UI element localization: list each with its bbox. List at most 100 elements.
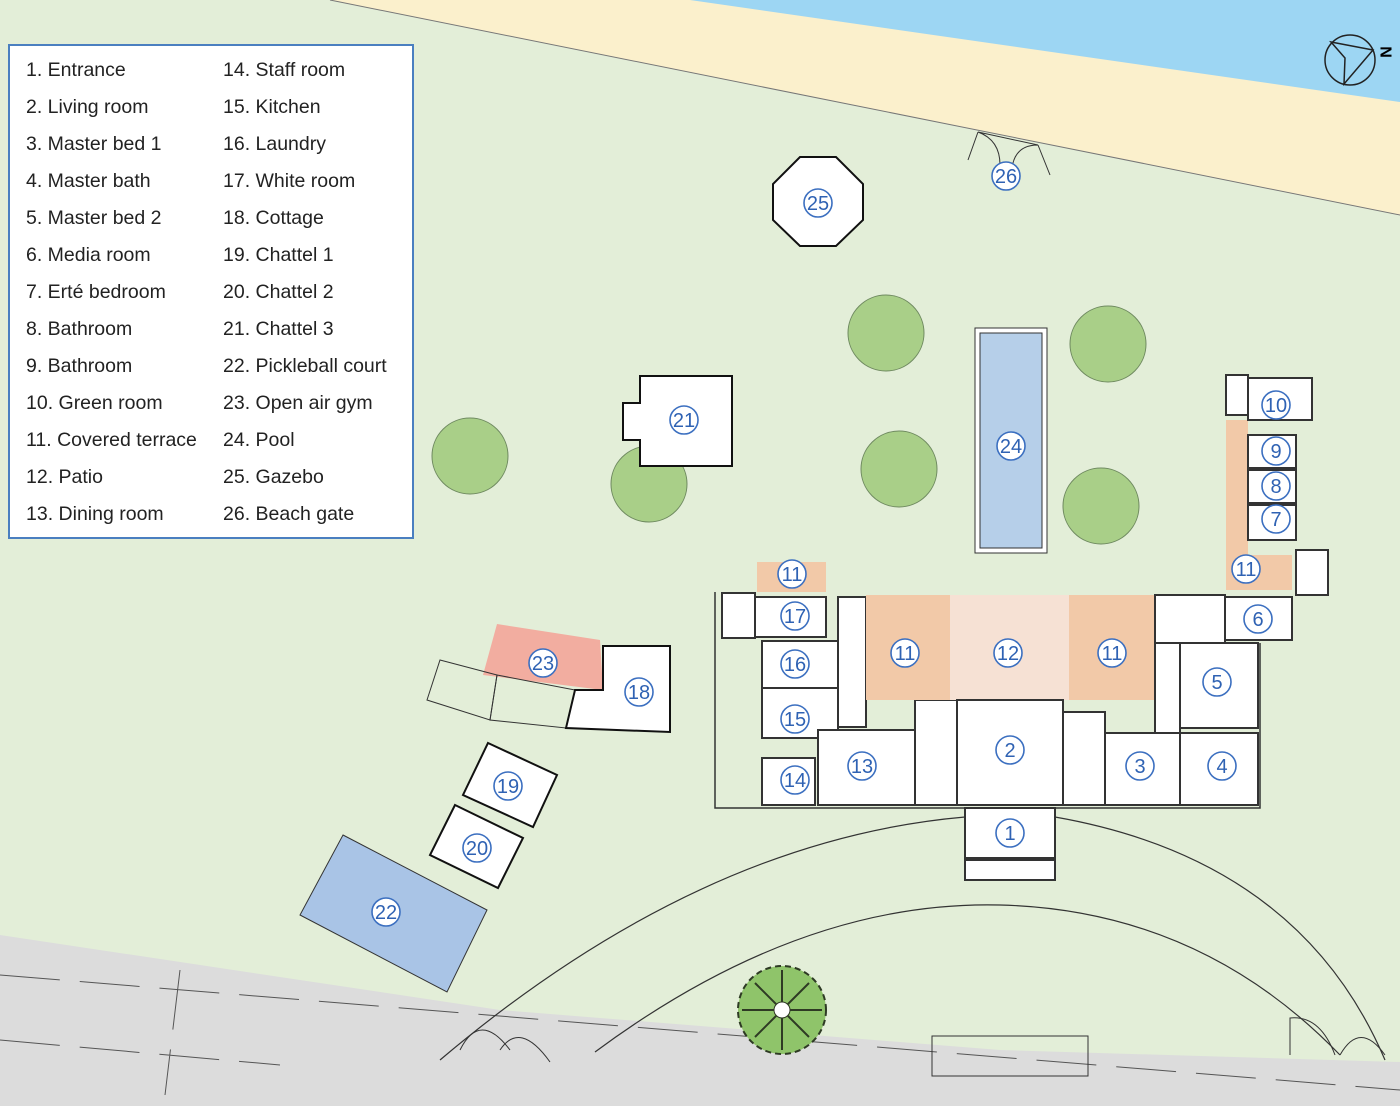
marker-circle <box>371 897 401 927</box>
tree-icon <box>1069 305 1147 383</box>
marker-circle <box>1202 667 1232 697</box>
cottage <box>564 645 671 734</box>
room-marker: 23 <box>528 648 558 678</box>
marker-number: 10 <box>1265 395 1287 417</box>
marker-number: 23 <box>532 653 554 675</box>
road-gate-right <box>1289 1017 1386 1056</box>
marker-number: 15 <box>784 709 806 731</box>
legend-item: 17. White room <box>223 170 356 192</box>
marker-number: 26 <box>995 166 1017 188</box>
marker-number: 9 <box>1270 441 1281 463</box>
marker-circle <box>624 677 654 707</box>
marker-number: 16 <box>784 654 806 676</box>
marker-circle <box>995 735 1025 765</box>
marker-circle <box>780 765 810 795</box>
marker-circle <box>462 833 492 863</box>
room-marker: 9 <box>1261 436 1291 466</box>
legend-item: 14. Staff room <box>223 59 346 81</box>
room-marker: 11 <box>777 559 807 589</box>
marker-number: 17 <box>784 606 806 628</box>
road-gate-left <box>459 1029 551 1063</box>
marker-circle <box>1231 554 1261 584</box>
marker-number: 1 <box>1004 823 1015 845</box>
driveway-inner <box>594 904 1341 1056</box>
room-marker: 17 <box>780 601 810 631</box>
tree-icon <box>431 417 509 495</box>
room-marker: 3 <box>1125 751 1155 781</box>
legend-item: 12. Patio <box>26 466 103 488</box>
legend-item: 13. Dining room <box>26 503 164 525</box>
room-marker: 11 <box>890 638 920 668</box>
room-marker: 20 <box>462 833 492 863</box>
room-marker: 6 <box>1243 604 1273 634</box>
marker-number: 18 <box>628 682 650 704</box>
room-marker: 13 <box>847 751 877 781</box>
tree-icon <box>847 294 925 372</box>
legend-item: 16. Laundry <box>223 133 326 155</box>
room-marker: 11 <box>1231 554 1261 584</box>
legend-column-1: 1. Entrance 2. Living room 3. Master bed 1… <box>26 58 197 539</box>
marker-circle <box>803 188 833 218</box>
marker-circle <box>780 601 810 631</box>
main-house <box>714 374 1329 881</box>
legend-item: 8. Bathroom <box>26 318 133 340</box>
legend-item: 26. Beach gate <box>223 503 355 525</box>
legend-item: 1. Entrance <box>26 59 126 81</box>
compass: N <box>1324 34 1394 87</box>
marker-number: 7 <box>1270 509 1281 531</box>
trees <box>431 294 1147 545</box>
legend-item: 2. Living room <box>26 96 149 118</box>
room-marker: 15 <box>780 704 810 734</box>
feature-bush <box>737 965 827 1055</box>
marker-circle <box>996 431 1026 461</box>
marker-circle <box>993 638 1023 668</box>
marker-number: 3 <box>1134 756 1145 778</box>
marker-number: 25 <box>807 193 829 215</box>
marker-circle <box>1097 638 1127 668</box>
room-marker: 26 <box>991 161 1021 191</box>
legend-item: 7. Erté bedroom <box>26 281 166 303</box>
room-marker: 22 <box>371 897 401 927</box>
marker-number: 11 <box>1102 643 1123 665</box>
marker-circle <box>780 649 810 679</box>
room-marker: 11 <box>1097 638 1127 668</box>
marker-number: 12 <box>997 643 1019 665</box>
legend-item: 10. Green room <box>26 392 163 414</box>
legend-item: 20. Chattel 2 <box>223 281 334 303</box>
room-marker: 2 <box>995 735 1025 765</box>
marker-circle <box>847 751 877 781</box>
room-marker: 21 <box>669 405 699 435</box>
marker-number: 5 <box>1211 672 1222 694</box>
legend: 1. Entrance 2. Living room 3. Master bed 1… <box>8 44 414 539</box>
marker-number: 21 <box>673 410 695 432</box>
marker-circle <box>890 638 920 668</box>
legend-item: 22. Pickleball court <box>223 355 387 377</box>
tree-icon <box>860 430 938 508</box>
marker-circle <box>1243 604 1273 634</box>
room-marker: 8 <box>1261 471 1291 501</box>
marker-circle <box>991 161 1021 191</box>
marker-number: 20 <box>466 838 488 860</box>
marker-circle <box>528 648 558 678</box>
marker-circle <box>777 559 807 589</box>
road-lines <box>0 969 1400 1096</box>
north-label: N <box>1377 46 1394 58</box>
marker-circle <box>1261 436 1291 466</box>
marker-number: 11 <box>895 643 916 665</box>
legend-item: 4. Master bath <box>26 170 151 192</box>
road <box>0 935 1400 1106</box>
legend-item: 19. Chattel 1 <box>223 244 334 266</box>
legend-item: 5. Master bed 2 <box>26 207 162 229</box>
legend-item: 23. Open air gym <box>223 392 373 414</box>
room-marker: 24 <box>996 431 1026 461</box>
room-marker: 4 <box>1207 751 1237 781</box>
marker-number: 8 <box>1270 476 1281 498</box>
marker-circle <box>1207 751 1237 781</box>
marker-circle <box>1261 390 1291 420</box>
marker-circle <box>1261 504 1291 534</box>
legend-item: 3. Master bed 1 <box>26 133 162 155</box>
legend-item: 9. Bathroom <box>26 355 133 377</box>
marker-number: 22 <box>375 902 397 924</box>
legend-item: 24. Pool <box>223 429 295 451</box>
